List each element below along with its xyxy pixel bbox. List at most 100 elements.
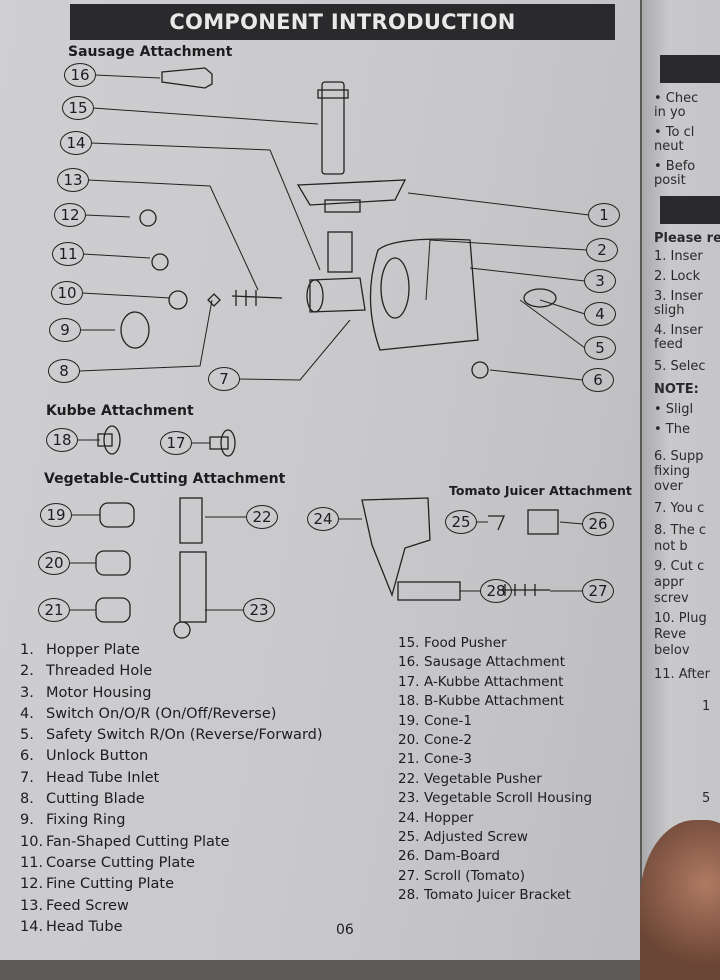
part-fine-plate bbox=[139, 209, 157, 227]
item-number: 2. bbox=[20, 663, 34, 680]
item-number: 4. bbox=[20, 705, 34, 722]
item-number: 9. bbox=[20, 812, 34, 829]
item-label: Cutting Blade bbox=[46, 791, 145, 808]
list-item: 23.Vegetable Scroll Housing bbox=[398, 789, 592, 808]
item-label: Hopper Plate bbox=[46, 642, 140, 658]
item-number: 25. bbox=[398, 828, 420, 845]
callout-23: 23 bbox=[243, 598, 275, 622]
right-page-line: 3. Inser bbox=[654, 289, 703, 304]
item-label: Fine Cutting Plate bbox=[46, 876, 175, 893]
part-tomato-hopper bbox=[361, 497, 431, 598]
item-number: 7. bbox=[20, 769, 34, 786]
item-label: Coarse Cutting Plate bbox=[46, 854, 195, 871]
section-tomato-juicer-attachment: Tomato Juicer Attachment bbox=[449, 483, 632, 498]
right-page-line: 8. The c bbox=[654, 523, 706, 538]
list-item: 10.Fan-Shaped Cutting Plate bbox=[20, 832, 323, 853]
callout-15: 15 bbox=[62, 96, 94, 120]
item-label: Fixing Ring bbox=[46, 812, 126, 829]
item-label: Sausage Attachment bbox=[424, 654, 566, 671]
callout-11: 11 bbox=[52, 242, 84, 266]
item-label: Adjusted Screw bbox=[424, 828, 528, 845]
item-label: Cone-2 bbox=[424, 731, 473, 748]
callout-21: 21 bbox=[38, 598, 70, 622]
right-page-line: 5 bbox=[702, 791, 711, 806]
list-item: 8. Cutting Blade bbox=[20, 789, 323, 810]
leader-lines bbox=[69, 74, 590, 611]
item-label: B-Kubbe Attachment bbox=[424, 693, 564, 710]
item-label: Scroll (Tomato) bbox=[424, 867, 526, 884]
item-number: 1. bbox=[20, 642, 34, 658]
callout-5: 5 bbox=[584, 336, 616, 360]
list-item: 14.Head Tube bbox=[20, 917, 323, 938]
callout-18: 18 bbox=[46, 428, 78, 452]
right-page-line: • To cl bbox=[654, 125, 695, 140]
callout-6: 6 bbox=[582, 368, 614, 392]
right-page-line: • Sligl bbox=[654, 402, 694, 417]
part-fixing-ring bbox=[120, 311, 150, 349]
list-item: 19.Cone-1 bbox=[398, 712, 592, 731]
right-page-line: • The bbox=[654, 422, 690, 437]
item-number: 8. bbox=[20, 791, 34, 808]
part-cone-1 bbox=[99, 502, 135, 528]
item-number: 21. bbox=[398, 751, 420, 768]
item-number: 17. bbox=[398, 673, 420, 690]
callout-10: 10 bbox=[51, 281, 83, 305]
part-head-tube bbox=[306, 231, 366, 313]
part-motor-housing bbox=[369, 238, 479, 351]
item-label: Head Tube bbox=[46, 918, 123, 935]
item-number: 6. bbox=[20, 748, 34, 765]
right-page-line: • Chec bbox=[654, 91, 699, 106]
callout-14: 14 bbox=[60, 131, 92, 155]
part-unlock-button bbox=[471, 361, 489, 379]
item-label: Switch On/O/R (On/Off/Reverse) bbox=[46, 705, 277, 722]
part-cone-3 bbox=[95, 597, 131, 623]
callout-12: 12 bbox=[54, 203, 86, 227]
part-dam-board bbox=[527, 509, 559, 535]
item-label: A-Kubbe Attachment bbox=[424, 673, 564, 690]
right-page-line: 5. Selec bbox=[654, 359, 706, 374]
section-bar bbox=[660, 196, 720, 224]
part-hopper-plate bbox=[296, 179, 407, 213]
list-item: 13.Feed Screw bbox=[20, 896, 323, 917]
right-page-line: 1. Inser bbox=[654, 249, 703, 264]
right-page-line: 11. After bbox=[654, 667, 711, 682]
right-page-line: 7. You c bbox=[654, 501, 705, 516]
part-tomato-bracket bbox=[397, 581, 461, 601]
item-label: Vegetable Pusher bbox=[424, 770, 542, 787]
list-item: 25.Adjusted Screw bbox=[398, 828, 592, 847]
list-item: 6.Unlock Button bbox=[20, 746, 323, 767]
right-page-line: 9. Cut c bbox=[654, 559, 705, 574]
item-number: 26. bbox=[398, 848, 420, 865]
item-label: Vegetable Scroll Housing bbox=[424, 790, 593, 807]
item-number: 20. bbox=[398, 731, 420, 748]
part-switch bbox=[523, 288, 557, 308]
item-number: 12. bbox=[20, 876, 44, 893]
page-title: COMPONENT INTRODUCTION bbox=[70, 4, 615, 40]
right-page-line: appr bbox=[654, 575, 684, 590]
callout-25: 25 bbox=[445, 510, 477, 534]
list-item: 9. Fixing Ring bbox=[20, 810, 323, 831]
page-number: 06 bbox=[336, 922, 354, 938]
part-coarse-plate bbox=[151, 253, 169, 271]
list-item: 5.Safety Switch R/On (Reverse/Forward) bbox=[20, 725, 323, 746]
callout-1: 1 bbox=[588, 203, 620, 227]
part-cutting-blade bbox=[207, 293, 221, 307]
right-page-line: 4. Inser bbox=[654, 323, 703, 338]
item-label: Food Pusher bbox=[424, 635, 507, 651]
right-page-line: posit bbox=[654, 173, 686, 188]
item-number: 13. bbox=[20, 897, 44, 914]
right-page-line: sligh bbox=[654, 303, 685, 318]
right-page-line: • Befo bbox=[654, 159, 696, 174]
section-kubbe-attachment: Kubbe Attachment bbox=[46, 403, 194, 419]
item-number: 15. bbox=[398, 635, 420, 651]
item-label: Hopper bbox=[424, 809, 474, 826]
list-item: 4. Switch On/O/R (On/Off/Reverse) bbox=[20, 704, 323, 725]
callout-2: 2 bbox=[586, 238, 618, 262]
part-adjusted-screw bbox=[488, 515, 505, 531]
part-feed-screw bbox=[231, 290, 283, 306]
item-number: 3. bbox=[20, 684, 34, 701]
right-page-line: neut bbox=[654, 139, 684, 154]
right-page-line: belov bbox=[654, 643, 690, 658]
callout-7: 7 bbox=[208, 367, 240, 391]
